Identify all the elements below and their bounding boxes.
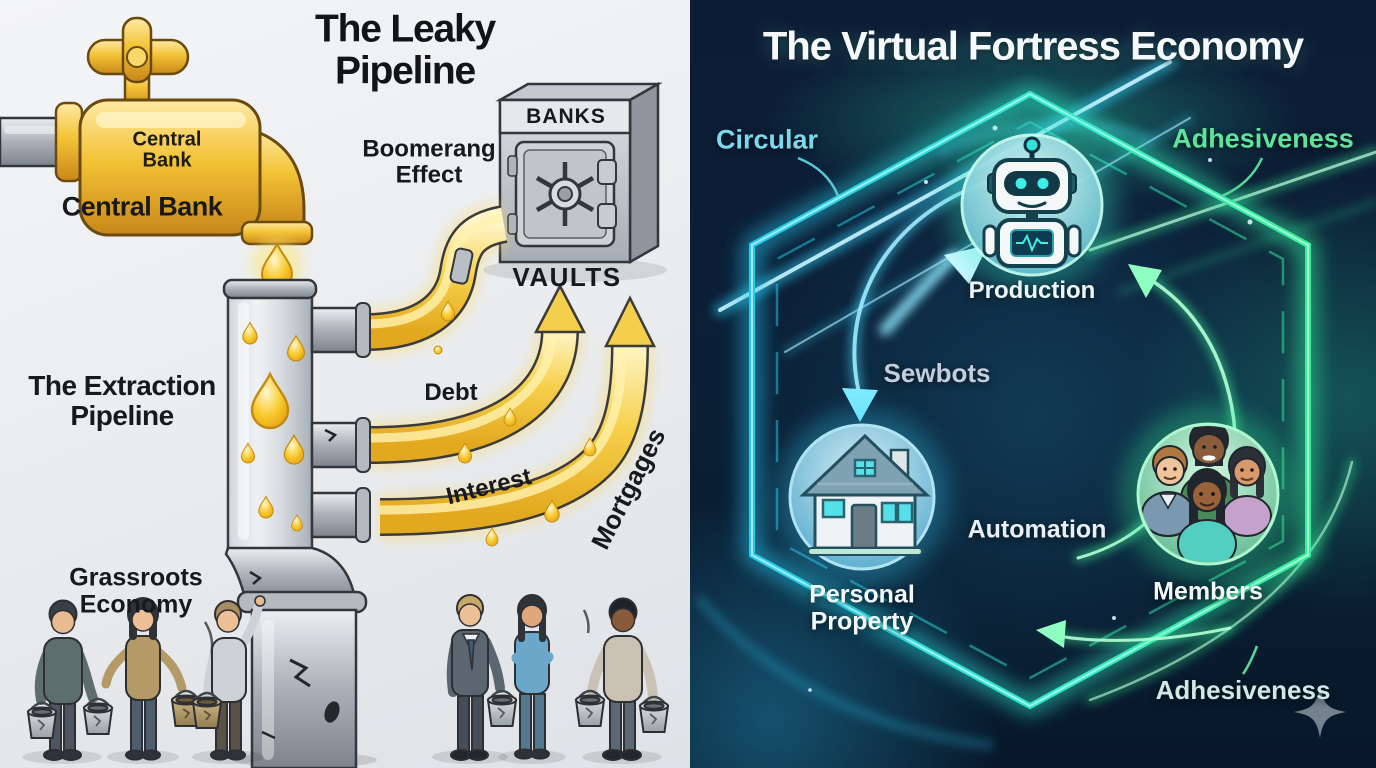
members-group-icon [1141,426,1272,562]
money-flow-arrows [365,201,657,547]
personal-property-node [774,409,950,585]
bucket-icon [574,689,606,728]
boomerang-label: Boomerang Effect [362,135,496,188]
person-icon [574,597,670,764]
robot-icon [982,136,1082,268]
bank-vault-icon [483,81,667,282]
bucket-icon [26,701,58,740]
leaky-pipeline-illustration [0,16,670,768]
adhesiveness-bottom-label: Adhesiveness [1155,675,1331,706]
person-icon [101,597,202,764]
extraction-label: The Extraction Pipeline [28,370,216,431]
debt-label: Debt [424,379,478,407]
label-connector [797,156,1264,675]
person-icon [498,594,566,764]
grassroots-label: Grassroots Economy [69,563,203,618]
person-icon [191,595,266,764]
arrow-left-icon [1036,620,1066,648]
sewbots-label: Sewbots [883,358,991,389]
production-label: Production [968,277,1096,305]
circular-label: Circular [715,124,819,155]
bucket-icon [191,691,223,730]
extraction-pipe [222,278,371,555]
faucet-label: Central Bank [132,128,202,172]
water-drop-icon [433,300,597,547]
left-title: The Leaky Pipeline [315,7,496,92]
faucet-icon [0,16,314,290]
automation-label: Automation [967,515,1107,544]
arrow-down-icon [842,388,878,422]
arrow-up-left-icon [1128,264,1162,298]
right-title: The Virtual Fortress Economy [762,24,1304,69]
bucket-icon [486,689,518,728]
arrow-up-icon [603,295,657,348]
personal-property-label: Personal Property [809,580,915,635]
virtual-fortress-panel: The Virtual Fortress Economy Circular Ad… [690,0,1376,768]
branch-pipes [310,302,371,543]
neon-hexagon-icon [746,87,1314,713]
arrow-up-icon [533,283,587,334]
sparkle-icon [1294,686,1346,738]
faucet-caption: Central Bank [61,191,223,222]
members-label: Members [1153,577,1263,606]
grassroots-people [22,594,670,764]
members-node [1120,406,1296,582]
person-icon [432,594,518,764]
adhesiveness-top-label: Adhesiveness [1172,123,1354,154]
virtual-fortress-illustration [690,0,1376,768]
person-icon [22,599,114,764]
house-icon [799,433,931,556]
bucket-icon [82,697,114,736]
vault-vaults-label: VAULTS [512,262,622,293]
vault-banks-label: BANKS [526,104,606,128]
drain-column [224,546,377,768]
production-node [946,119,1118,291]
leaky-pipeline-panel: The Leaky Pipeline Central Bank Central … [0,0,690,768]
bucket-icon [638,695,670,734]
light-beams [696,55,1376,749]
